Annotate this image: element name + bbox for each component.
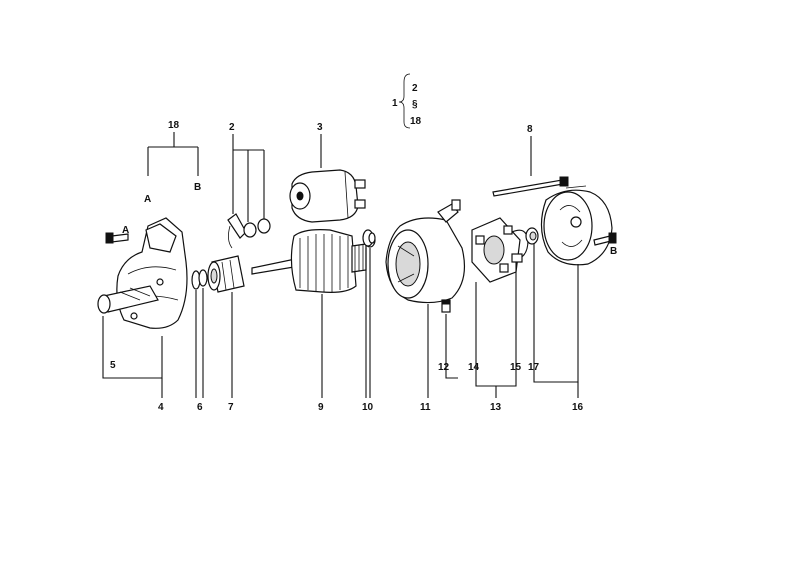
label-1: 1 [392, 98, 398, 109]
label-8: 8 [527, 124, 533, 135]
bushing-part [525, 227, 539, 245]
label-18: 18 [168, 120, 180, 131]
solenoid-part [289, 169, 366, 223]
bolt-b-part: B [593, 232, 617, 257]
label-B: B [194, 182, 201, 193]
field-frame-part [385, 199, 465, 304]
pinion-drive-part [207, 255, 245, 293]
label-11: 11 [420, 402, 431, 413]
label-3: 3 [317, 122, 323, 133]
end-cap-part [540, 185, 613, 266]
label-17: 17 [528, 362, 540, 373]
brush-holder-part [471, 217, 529, 283]
fork-lever-part [227, 213, 271, 249]
label-A-bolt: A [122, 225, 129, 236]
callout-18: 18 A B [144, 120, 201, 205]
label-section-mark: § [412, 99, 418, 110]
label-A: A [144, 194, 151, 205]
washer-part [362, 229, 376, 247]
callout-2: 2 [229, 122, 265, 222]
armature-part [251, 229, 376, 293]
ring-part [191, 269, 208, 290]
label-15: 15 [510, 362, 522, 373]
legend-bracket: 1 2 § 18 [392, 73, 422, 129]
label-10: 10 [362, 402, 374, 413]
label-13: 13 [490, 402, 502, 413]
label-2-legend: 2 [412, 83, 418, 94]
label-B-bolt: B [610, 246, 617, 257]
bolt-a-part: A [105, 225, 129, 244]
label-9: 9 [318, 402, 324, 413]
bottom-leaders: 5 4 6 7 9 10 11 12 14 15 13 17 16 [102, 244, 584, 413]
label-16: 16 [572, 402, 584, 413]
label-7: 7 [228, 402, 234, 413]
label-18-legend: 18 [410, 116, 422, 127]
label-5: 5 [110, 360, 116, 371]
label-6: 6 [197, 402, 203, 413]
brush-part [441, 299, 451, 313]
drive-end-housing-part [97, 217, 188, 329]
through-bolt-part [492, 176, 569, 197]
label-12: 12 [438, 362, 450, 373]
label-14: 14 [468, 362, 480, 373]
label-2: 2 [229, 122, 235, 133]
label-4: 4 [158, 402, 164, 413]
